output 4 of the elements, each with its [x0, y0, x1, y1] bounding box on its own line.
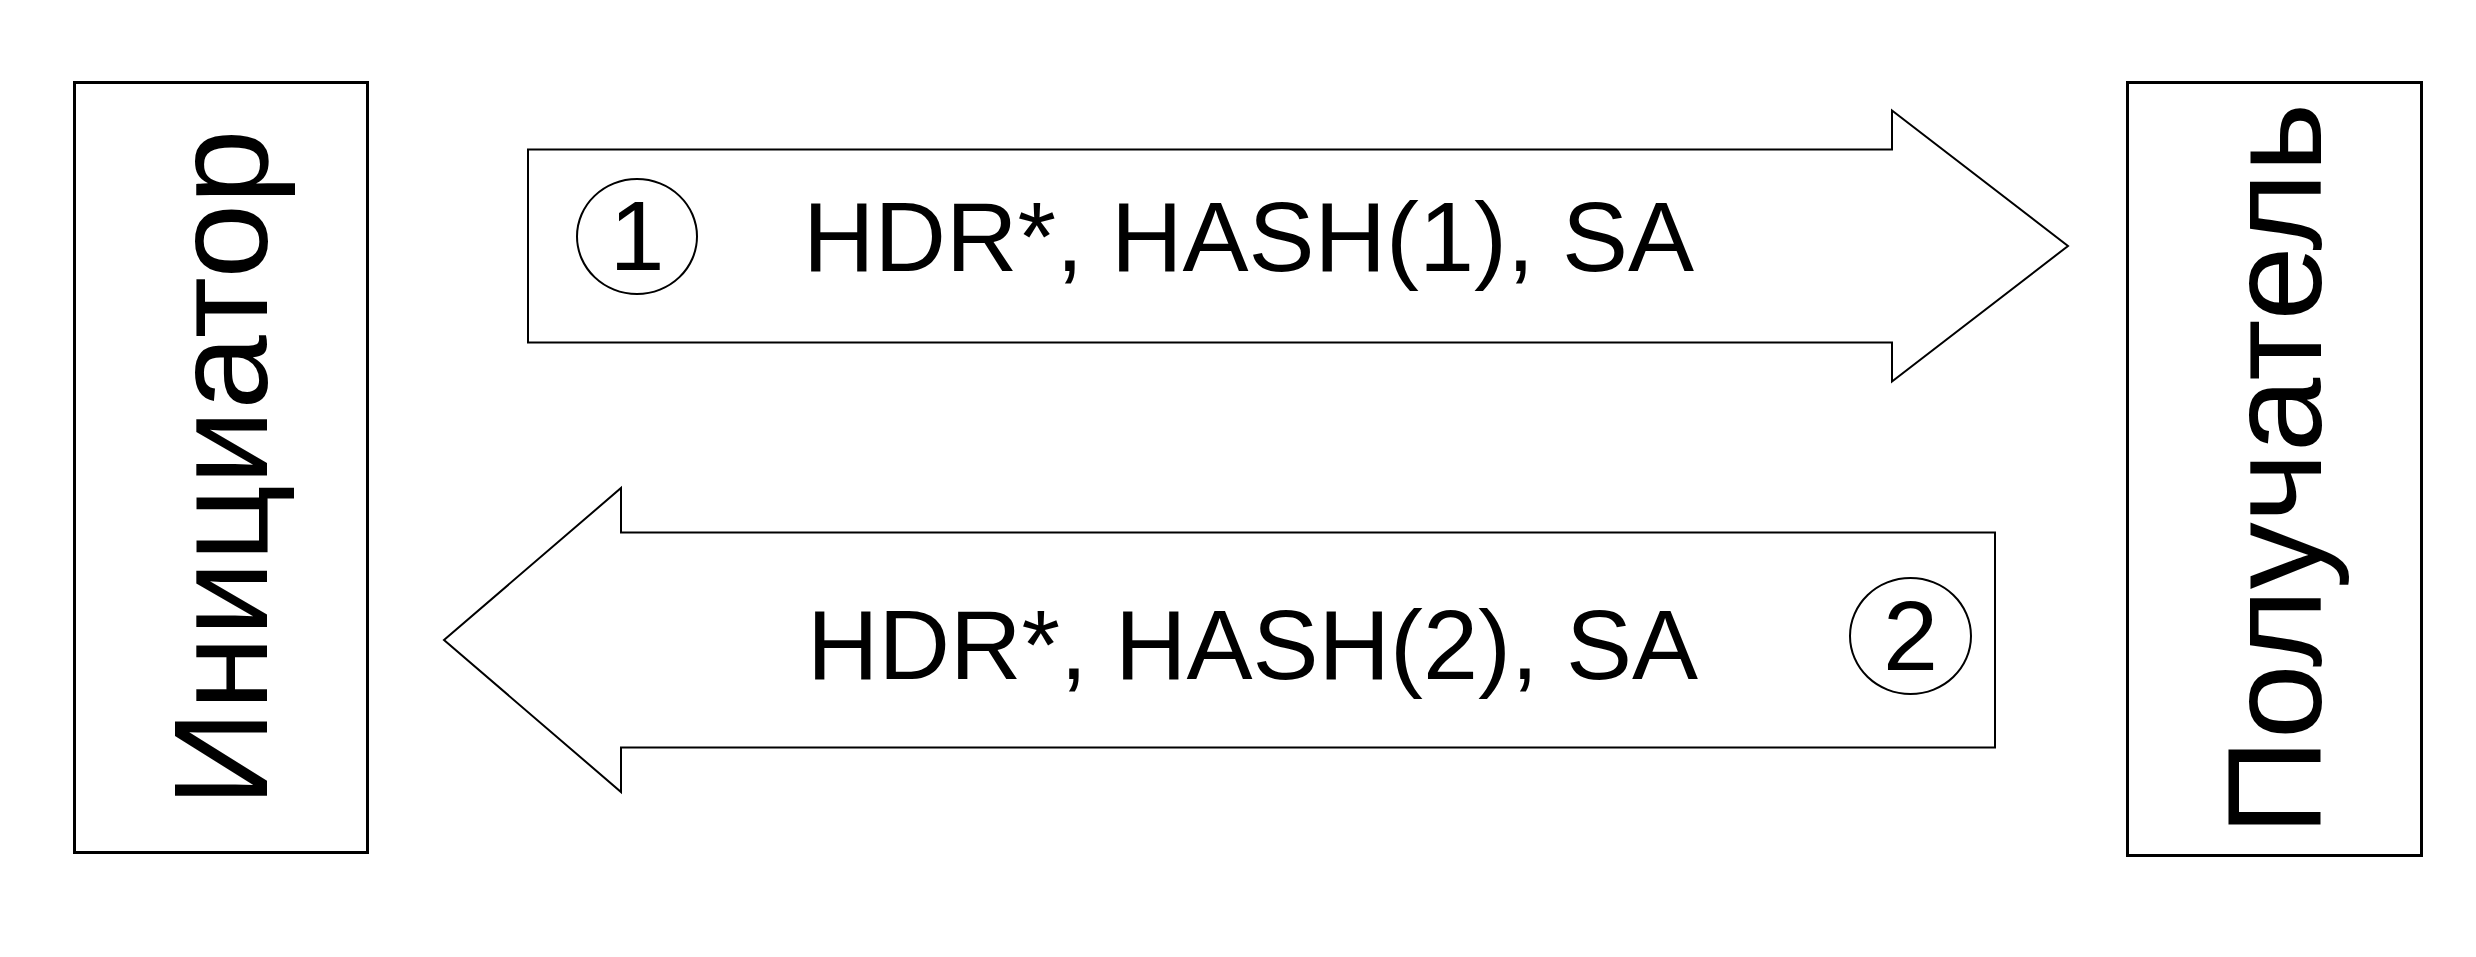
vertical-label: Получатель — [2198, 102, 2350, 836]
participant-box — [73, 81, 369, 854]
vertical-label: Инициатор — [145, 128, 297, 807]
participant-box — [2126, 81, 2423, 857]
